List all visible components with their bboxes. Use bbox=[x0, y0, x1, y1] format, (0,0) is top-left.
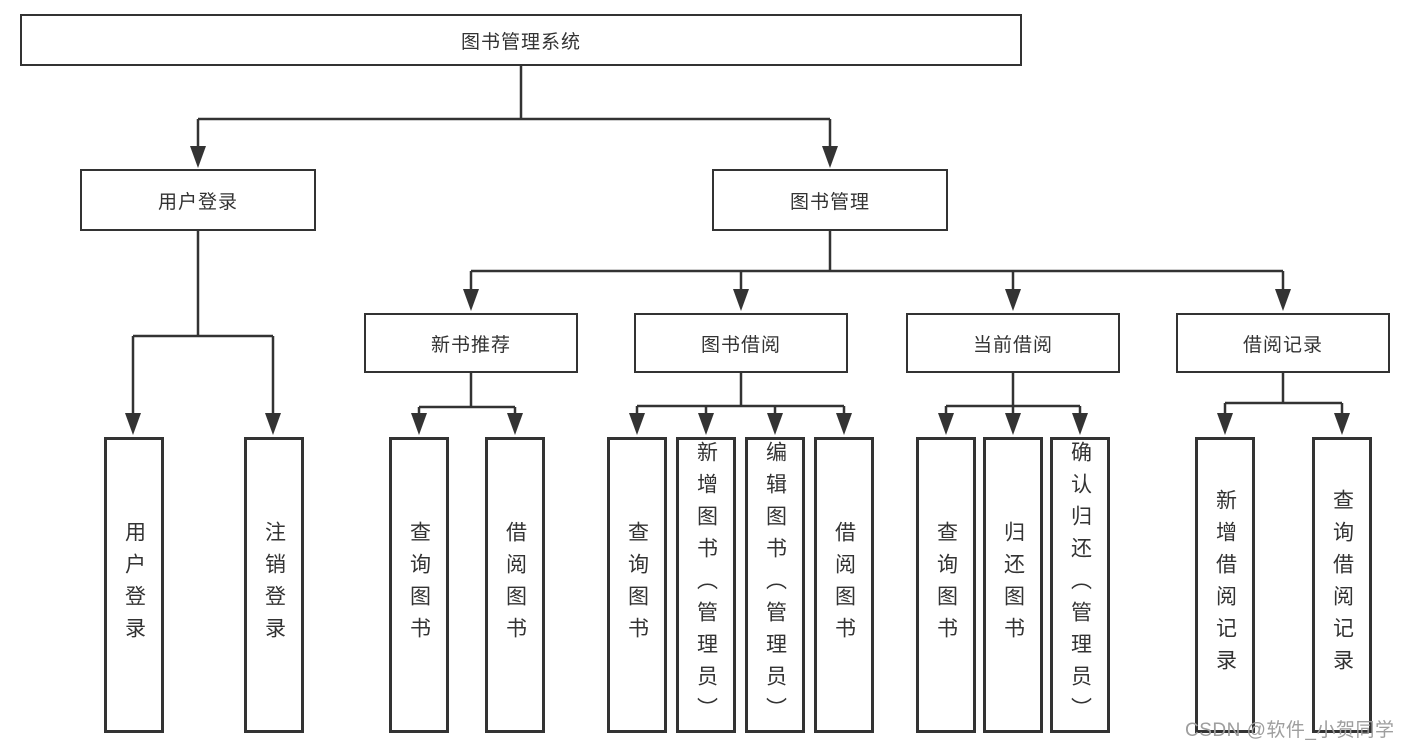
node-label: 图书借阅 bbox=[700, 334, 781, 356]
leaf-current-confirm-return-admin: 确认归还（管理员） bbox=[1050, 437, 1110, 733]
node-label: 用户登录 bbox=[157, 191, 238, 213]
node-label: 归还图书 bbox=[1001, 521, 1025, 649]
leaf-records-query-record: 查询借阅记录 bbox=[1312, 437, 1372, 733]
node-label: 新书推荐 bbox=[430, 334, 511, 356]
leaf-borrow-query-books: 查询图书 bbox=[607, 437, 667, 733]
node-label: 新增借阅记录 bbox=[1213, 489, 1237, 681]
node-label: 借阅图书 bbox=[503, 521, 527, 649]
leaf-borrow-borrow-books: 借阅图书 bbox=[814, 437, 874, 733]
leaf-current-return-books: 归还图书 bbox=[983, 437, 1043, 733]
node-label: 新增图书（管理员） bbox=[694, 441, 718, 729]
leaf-records-add-record: 新增借阅记录 bbox=[1195, 437, 1255, 733]
leaf-borrow-edit-books-admin: 编辑图书（管理员） bbox=[745, 437, 805, 733]
node-book-borrow: 图书借阅 bbox=[634, 313, 848, 373]
leaf-recommend-query-books: 查询图书 bbox=[389, 437, 449, 733]
node-label: 编辑图书（管理员） bbox=[763, 441, 787, 729]
node-label: 当前借阅 bbox=[972, 334, 1053, 356]
node-label: 图书管理系统 bbox=[460, 31, 581, 53]
node-label: 用户登录 bbox=[122, 521, 146, 649]
csdn-watermark: CSDN @软件_小贺同学 bbox=[1185, 720, 1395, 741]
leaf-user-login: 用户登录 bbox=[104, 437, 164, 733]
node-book-management: 图书管理 bbox=[712, 169, 948, 231]
node-label: 确认归还（管理员） bbox=[1068, 441, 1092, 729]
leaf-borrow-add-books-admin: 新增图书（管理员） bbox=[676, 437, 736, 733]
node-borrow-records: 借阅记录 bbox=[1176, 313, 1390, 373]
leaf-recommend-borrow-books: 借阅图书 bbox=[485, 437, 545, 733]
node-label: 查询图书 bbox=[625, 521, 649, 649]
node-label: 图书管理 bbox=[789, 191, 870, 213]
node-label: 查询借阅记录 bbox=[1330, 489, 1354, 681]
node-label: 借阅记录 bbox=[1242, 334, 1323, 356]
node-current-borrow: 当前借阅 bbox=[906, 313, 1120, 373]
node-user-login: 用户登录 bbox=[80, 169, 316, 231]
leaf-logout: 注销登录 bbox=[244, 437, 304, 733]
node-library-management-system: 图书管理系统 bbox=[20, 14, 1022, 66]
node-label: 借阅图书 bbox=[832, 521, 856, 649]
node-label: 查询图书 bbox=[934, 521, 958, 649]
node-label: 查询图书 bbox=[407, 521, 431, 649]
node-label: 注销登录 bbox=[262, 521, 286, 649]
node-new-book-recommend: 新书推荐 bbox=[364, 313, 578, 373]
leaf-current-query-books: 查询图书 bbox=[916, 437, 976, 733]
